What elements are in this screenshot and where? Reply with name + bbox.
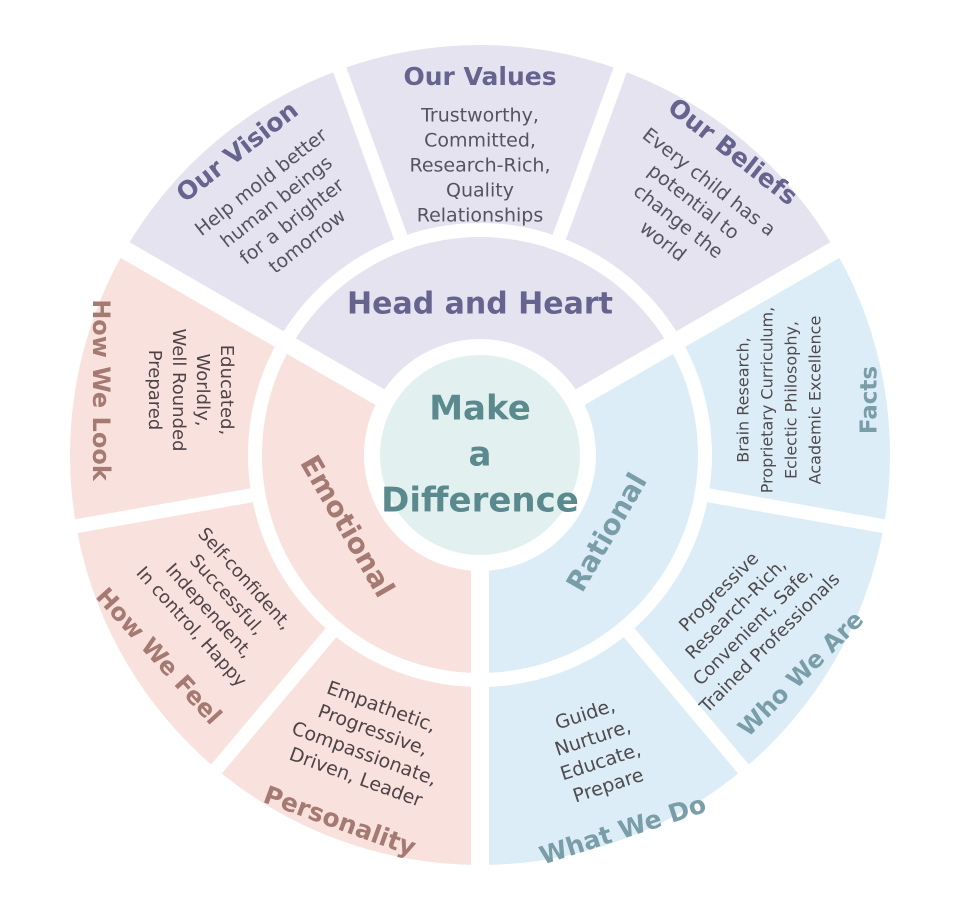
segment-line-values: Relationships xyxy=(417,205,544,227)
segment-line-facts: Brain Research, xyxy=(734,337,753,463)
separator-line xyxy=(208,626,338,777)
segment-line-facts: Eclectic Philosophy, xyxy=(782,321,801,479)
segment-beliefs xyxy=(559,69,836,340)
segment-title-facts: Facts xyxy=(857,366,883,434)
segment-line-values: Committed, xyxy=(424,130,536,152)
segment-line-look: Prepared xyxy=(144,350,165,431)
segment-text-look: How We Look Educated,Worldly,Well Rounded… xyxy=(87,299,237,482)
segment-values xyxy=(339,45,621,237)
segment-title-values: Our Values xyxy=(403,62,556,91)
center-label-line: Make xyxy=(429,389,531,429)
ring-separator-line xyxy=(562,240,844,413)
inner-sector-head xyxy=(291,237,669,397)
inner-label-head: Head and Heart xyxy=(347,287,613,322)
inner-ring xyxy=(261,237,698,673)
segment-line-look: Well Rounded xyxy=(168,329,189,452)
segment-vision xyxy=(124,69,401,340)
separator-line xyxy=(331,63,408,242)
inner-sector-emotional xyxy=(261,346,480,673)
inner-sector-rational xyxy=(480,346,698,673)
separator-line xyxy=(552,63,629,242)
segment-line-values: Quality xyxy=(446,180,514,202)
separator-line xyxy=(71,488,255,534)
center-label-line: Difference xyxy=(381,481,579,521)
segment-title-look: How We Look xyxy=(87,299,115,482)
segment-line-facts: Proprietary Curriculum, xyxy=(758,307,777,493)
center-label-line: a xyxy=(469,435,492,475)
segment-line-values: Trustworthy, xyxy=(420,105,539,127)
separator-line xyxy=(622,626,752,777)
segment-line-values: Research-Rich, xyxy=(409,155,550,177)
separator-line xyxy=(705,488,889,534)
segment-line-facts: Academic Excellence xyxy=(806,316,825,485)
ring-separator-line xyxy=(116,240,398,413)
segment-separators xyxy=(71,63,889,869)
segment-line-look: Worldly, xyxy=(192,354,213,427)
segment-text-facts: Facts Brain Research, Proprietary Curricul… xyxy=(734,307,883,493)
center-circle xyxy=(380,355,580,555)
segment-line-look: Educated, xyxy=(216,345,237,435)
